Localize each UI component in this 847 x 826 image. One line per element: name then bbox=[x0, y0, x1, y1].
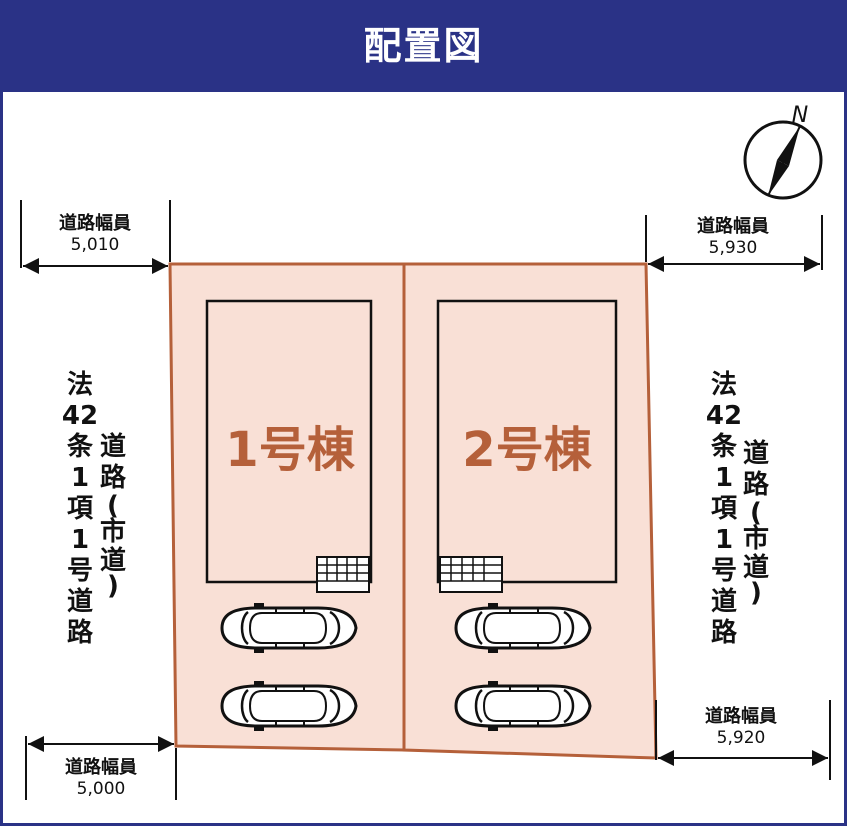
car-icon bbox=[220, 679, 358, 733]
lot-2 bbox=[402, 262, 658, 760]
width-value-bottom-right: 5,920 bbox=[717, 728, 766, 748]
page-title: 配置図 bbox=[363, 24, 484, 68]
entrance-grille-2 bbox=[439, 556, 503, 593]
building-2-footprint bbox=[436, 299, 618, 584]
left-road-char: 1 bbox=[71, 463, 89, 493]
left-road-char: 道 bbox=[100, 431, 126, 462]
left-road-char: 1 bbox=[71, 525, 89, 555]
left-road-char: 42 bbox=[62, 401, 98, 431]
lot-1-label: 1号棟 bbox=[225, 422, 355, 478]
right-road-char: 項 bbox=[711, 494, 738, 524]
car-icon bbox=[220, 601, 358, 655]
left-road-char: 道 bbox=[100, 545, 126, 576]
right-road-char: 法 bbox=[711, 370, 737, 400]
left-road-char: 路 bbox=[67, 617, 94, 648]
car-icon bbox=[454, 679, 592, 733]
width-value-top-right: 5,930 bbox=[709, 238, 758, 258]
right-road-char: ) bbox=[750, 578, 762, 608]
width-label-bottom-left: 道路幅員 bbox=[65, 756, 137, 778]
right-road-char: 号 bbox=[711, 556, 737, 586]
left-road-char: 路 bbox=[100, 462, 127, 493]
compass-north-label: N bbox=[792, 103, 808, 128]
left-road-char: 条 bbox=[67, 432, 94, 462]
lot-1 bbox=[168, 262, 406, 752]
right-road-char: 道 bbox=[743, 552, 769, 583]
right-road-char: 条 bbox=[711, 432, 738, 462]
right-road-char: 1 bbox=[715, 525, 733, 555]
car-icon bbox=[454, 601, 592, 655]
left-road-char: ) bbox=[107, 571, 119, 601]
header-bar: 配置図 bbox=[0, 0, 847, 92]
right-road-char: ( bbox=[750, 498, 762, 528]
right-road-char: 路 bbox=[711, 617, 738, 648]
width-value-top-left: 5,010 bbox=[71, 235, 120, 255]
left-road-char: 道 bbox=[67, 586, 93, 617]
left-road-char: 法 bbox=[67, 370, 93, 400]
right-road-char: 市 bbox=[743, 523, 769, 554]
right-road-char: 42 bbox=[706, 401, 742, 431]
width-label-top-right: 道路幅員 bbox=[697, 215, 769, 237]
right-road-char: 1 bbox=[715, 463, 733, 493]
right-road-char: 路 bbox=[743, 469, 770, 500]
entrance-grille-1 bbox=[316, 556, 370, 593]
width-value-bottom-left: 5,000 bbox=[77, 779, 126, 799]
left-road-char: 号 bbox=[67, 556, 93, 586]
left-road-char: 市 bbox=[100, 516, 126, 547]
right-road-char: 道 bbox=[711, 586, 737, 617]
right-road-char: 道 bbox=[743, 438, 769, 469]
building-1-footprint bbox=[205, 299, 373, 584]
lot-2-label: 2号棟 bbox=[462, 422, 592, 478]
compass-icon bbox=[743, 120, 823, 200]
left-road-char: ( bbox=[107, 491, 119, 521]
width-label-bottom-right: 道路幅員 bbox=[705, 705, 777, 727]
width-label-top-left: 道路幅員 bbox=[59, 212, 131, 234]
left-road-char: 項 bbox=[67, 494, 94, 524]
